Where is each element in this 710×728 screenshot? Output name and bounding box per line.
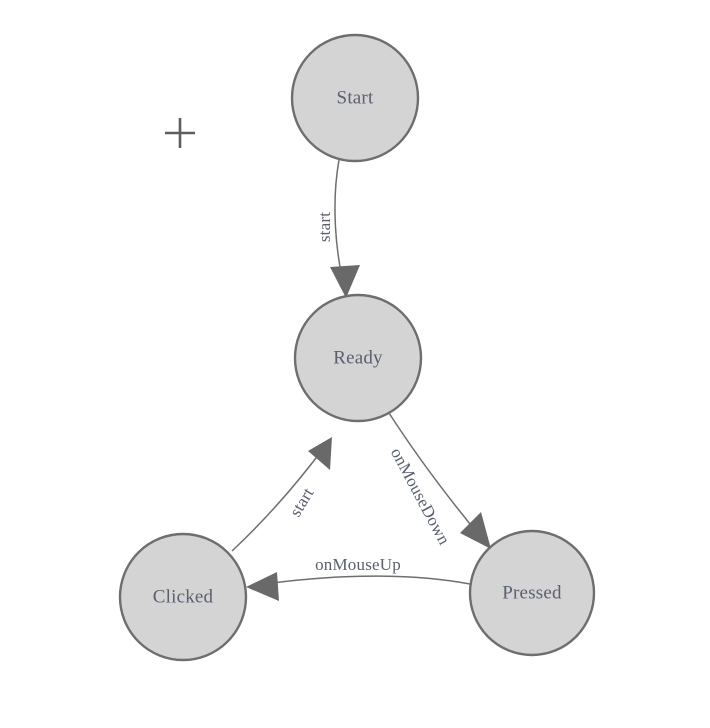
edge-pressed-to-clicked-path: [257, 575, 471, 586]
node-start[interactable]: Start: [290, 33, 420, 163]
edge-ready-to-pressed[interactable]: onMouseDown: [387, 412, 491, 549]
edge-clicked-to-ready-arrowhead: [308, 437, 332, 470]
edge-clicked-to-ready[interactable]: start: [231, 437, 332, 552]
edge-pressed-to-clicked[interactable]: onMouseUp: [246, 555, 471, 601]
edge-start-to-ready[interactable]: start: [315, 159, 360, 298]
edge-start-to-ready-arrowhead: [330, 265, 360, 298]
edge-pressed-to-clicked-arrowhead: [246, 572, 279, 601]
node-start-label: Start: [337, 87, 374, 108]
crosshair-icon: [165, 118, 195, 148]
edge-label-pressed-to-clicked: onMouseUp: [315, 555, 401, 574]
node-clicked[interactable]: Clicked: [118, 532, 248, 662]
node-pressed[interactable]: Pressed: [468, 529, 596, 657]
node-start-circle[interactable]: [290, 33, 420, 163]
edge-ready-to-pressed-arrowhead: [460, 512, 491, 549]
node-clicked-label: Clicked: [153, 586, 214, 607]
node-ready-label: Ready: [333, 347, 383, 368]
node-clicked-circle[interactable]: [118, 532, 248, 662]
node-ready-circle[interactable]: [293, 293, 423, 423]
node-pressed-circle[interactable]: [468, 529, 596, 657]
node-ready[interactable]: Ready: [293, 293, 423, 423]
edge-label-start-to-ready: start: [315, 212, 334, 242]
node-pressed-label: Pressed: [502, 582, 562, 603]
